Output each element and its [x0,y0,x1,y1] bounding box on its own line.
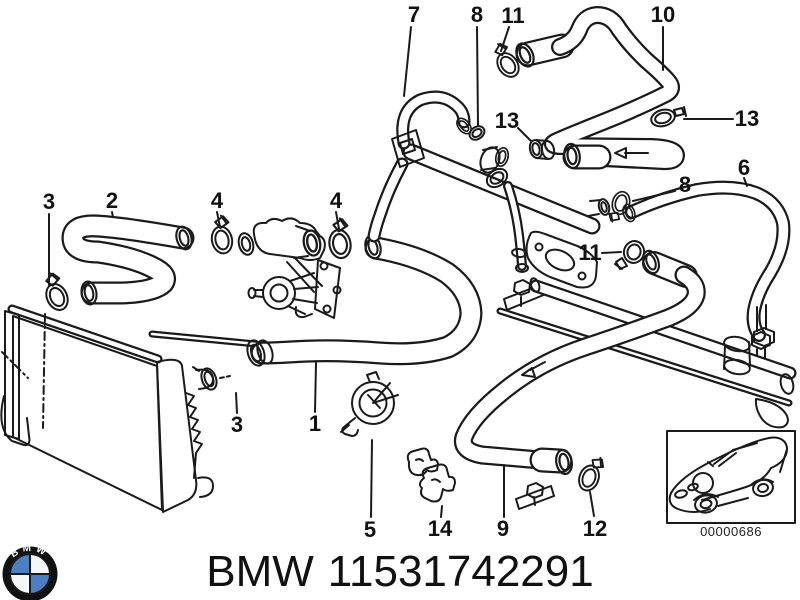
heater-hose-6 [620,180,791,361]
callout-5[interactable]: 5 [363,517,377,542]
flow-arrow-upper [614,147,627,159]
part-number-title: BMW 11531742291 [0,547,800,597]
callout-6[interactable]: 6 [737,155,751,180]
callout-8a[interactable]: 8 [470,2,484,27]
pipe-bracket-fitting [515,482,555,510]
callout-3a[interactable]: 3 [42,189,56,214]
callout-4a[interactable]: 4 [210,188,224,213]
callout-3b[interactable]: 3 [230,412,244,437]
callout-4b[interactable]: 4 [329,188,343,213]
callout-13a[interactable]: 13 [494,108,520,133]
callout-2[interactable]: 2 [105,188,119,213]
return-hose-9 [453,247,706,477]
callout-11a[interactable]: 11 [501,3,525,28]
radiator-drawing [0,304,231,513]
car-inset [666,430,796,524]
heater-hose-10 [511,6,685,171]
water-pipe-assembly [367,90,611,311]
inset-image-code: 00000686 [700,524,762,539]
location-dot [692,472,714,494]
hose-clamp-3a [36,270,73,315]
hose-clamp-4a [206,213,236,257]
hose-clamp-12 [574,452,607,495]
callout-9[interactable]: 9 [496,516,510,541]
callout-12[interactable]: 12 [582,516,608,541]
callout-14[interactable]: 14 [427,516,453,541]
bmw-logo: BMW [2,543,58,600]
thermostat-outlet-opening [300,227,324,259]
retaining-clip-14 [406,447,456,503]
radiator-hose-1 [246,232,483,367]
thin-coolant-pipe [148,330,260,348]
callout-13b[interactable]: 13 [734,106,760,131]
thermostat-water-pump [237,217,342,319]
callout-7[interactable]: 7 [407,2,421,27]
callout-11b[interactable]: 11 [578,240,602,265]
flow-arrow-lower [521,367,536,378]
hose-clamp-11b [614,240,646,270]
callout-8b[interactable]: 8 [678,172,692,197]
callout-1[interactable]: 1 [308,411,322,436]
part-number-text: 11531742291 [327,547,594,596]
car-thumbnail [668,436,788,514]
callout-10[interactable]: 10 [650,2,676,27]
holder-clamp-5 [340,371,399,437]
inset-frame [666,430,796,524]
hose-coupler-13a [528,139,556,160]
hose-clamp-13b [650,106,687,128]
leader-lines [48,26,748,518]
brand-text: BMW [206,547,314,596]
hose-clamp-8a [468,125,486,141]
coolant-hose-2 [61,214,196,307]
